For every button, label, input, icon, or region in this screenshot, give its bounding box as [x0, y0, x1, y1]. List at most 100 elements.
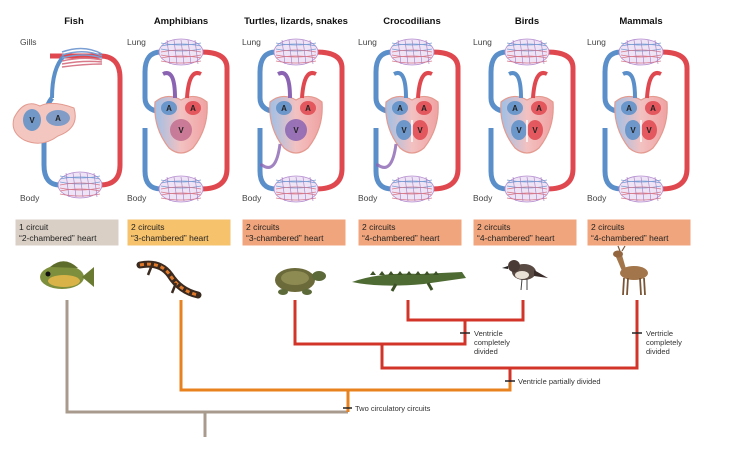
circuit-box: 2 circuits“4-chambered” heart — [357, 218, 463, 247]
top-label: Lung — [242, 37, 261, 47]
column-title: Fish — [64, 16, 84, 27]
heart-type: “3-chambered” heart — [246, 233, 324, 243]
oxygen-rich-vessel — [315, 49, 345, 192]
oxygen-poor-vessel — [373, 128, 393, 192]
body-capillaries — [504, 175, 550, 203]
top-label: Gills — [20, 37, 37, 47]
top-label: Lung — [358, 37, 377, 47]
gill-artery — [50, 54, 66, 99]
lung-capillaries — [158, 38, 204, 66]
body-capillaries — [618, 175, 664, 203]
annotation-two-circuits: Two circulatory circuits — [355, 404, 431, 413]
circuit-count: 1 circuit — [19, 222, 49, 232]
oxygen-rich-vessel — [546, 49, 576, 192]
heart-type: “2-chambered” heart — [19, 233, 97, 243]
column-title: Turtles, lizards, snakes — [244, 16, 348, 27]
heart-type: “4-chambered” heart — [477, 233, 555, 243]
column-title: Mammals — [619, 16, 662, 27]
chamber-label: A — [512, 104, 518, 113]
annotation-completely-divided-1b: completely — [474, 338, 510, 347]
circuit-box: 2 circuits“4-chambered” heart — [586, 218, 692, 247]
heart-type: “4-chambered” heart — [362, 233, 440, 243]
chamber-label: A — [166, 104, 172, 113]
pulmonary-artery — [488, 49, 508, 115]
heart: A A V V — [385, 71, 439, 154]
oxygen-rich-vessel — [660, 49, 690, 192]
tree-branch-amphibians — [179, 300, 512, 392]
annotation-completely-divided-2b: completely — [646, 338, 682, 347]
chamber-label: V — [646, 126, 652, 135]
chamber-label: V — [401, 126, 407, 135]
chamber-label: V — [178, 126, 184, 135]
top-label: Lung — [587, 37, 606, 47]
oxygen-poor-vessel — [257, 128, 277, 192]
circuit-count: 2 circuits — [246, 222, 280, 232]
pulmonary-artery — [142, 49, 162, 115]
annotation-completely-divided-2a: Vertricle — [646, 329, 673, 338]
annotation-completely-divided-1a: Ventricle — [474, 329, 503, 338]
oxygen-poor-vessel — [602, 128, 622, 192]
bluegill-fish-icon — [40, 261, 94, 289]
chamber-label: A — [305, 104, 311, 113]
chamber-label: V — [516, 126, 522, 135]
chamber-label: A — [281, 104, 287, 113]
chamber-label: A — [626, 104, 632, 113]
chamber-label: V — [29, 116, 35, 125]
column-title: Crocodilians — [383, 16, 441, 27]
lung-capillaries — [273, 38, 319, 66]
tree-branch-reptiles — [293, 300, 467, 346]
circuit-count: 2 circuits — [131, 222, 165, 232]
chamber-label: V — [630, 126, 636, 135]
bottom-label: Body — [587, 193, 607, 203]
mixed-vessel — [376, 143, 398, 169]
oxygen-poor-vessel — [142, 128, 162, 192]
bird-icon — [502, 260, 548, 291]
chamber-label: A — [397, 104, 403, 113]
lung-capillaries — [389, 38, 435, 66]
gill-capillaries — [61, 47, 103, 68]
circuit-count: 2 circuits — [362, 222, 396, 232]
phylogenetic-tree: Two circulatory circuits Ventricle parti… — [65, 300, 682, 437]
top-label: Lung — [473, 37, 492, 47]
pulmonary-artery — [257, 49, 277, 115]
column-title: Birds — [515, 16, 539, 27]
crocodile-icon — [352, 271, 466, 292]
body-capillaries — [57, 171, 103, 199]
annotation-completely-divided-1c: divided — [474, 347, 498, 356]
bottom-label: Body — [242, 193, 262, 203]
top-label: Lung — [127, 37, 146, 47]
heart-type: “3-chambered” heart — [131, 233, 209, 243]
salamander-icon — [136, 260, 202, 299]
annotation-partially-divided: Ventricle partially divided — [518, 377, 601, 386]
circuit-count: 2 circuits — [477, 222, 511, 232]
chamber-label: V — [293, 126, 299, 135]
turtle-icon — [275, 268, 326, 295]
chamber-label: A — [190, 104, 196, 113]
chamber-label: V — [417, 126, 423, 135]
body-capillaries — [273, 175, 319, 203]
circuit-count: 2 circuits — [591, 222, 625, 232]
mixed-vessel — [260, 143, 282, 169]
bottom-label: Body — [473, 193, 493, 203]
oxygen-rich-vessel — [50, 53, 123, 188]
heart: A A V V — [614, 71, 668, 154]
circuit-box: 2 circuits“3-chambered” heart — [241, 218, 347, 247]
oxygen-rich-vessel — [431, 49, 461, 192]
bottom-label: Body — [127, 193, 147, 203]
circuit-box: 2 circuits“3-chambered” heart — [126, 218, 232, 247]
bottom-label: Body — [20, 193, 40, 203]
body-capillaries — [389, 175, 435, 203]
column-title: Amphibians — [154, 16, 208, 27]
chamber-label: A — [421, 104, 427, 113]
chamber-label: A — [650, 104, 656, 113]
deer-icon — [613, 245, 648, 296]
